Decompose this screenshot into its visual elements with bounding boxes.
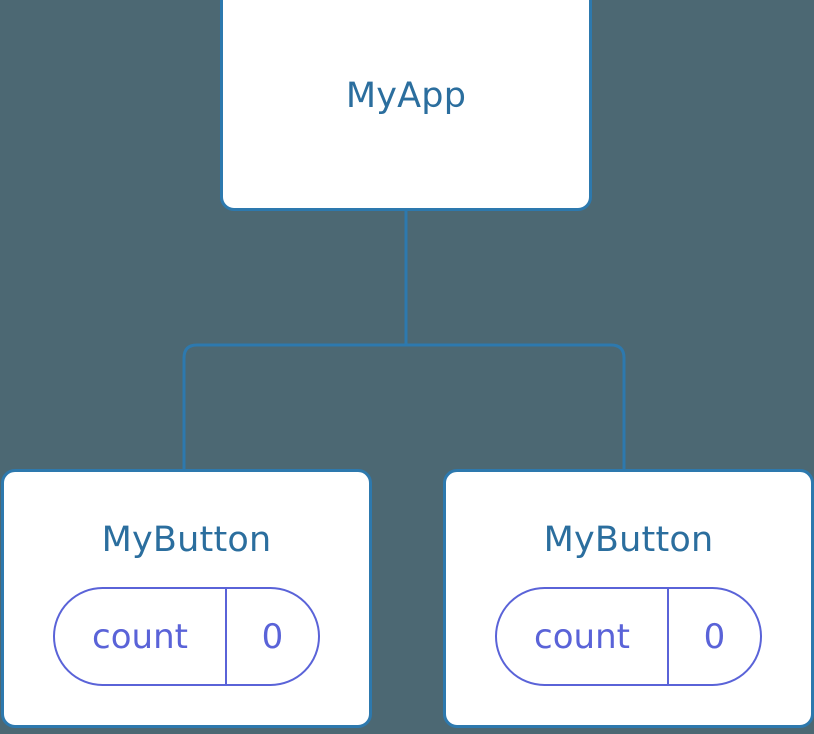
state-pill-right[interactable]: count 0: [495, 587, 762, 686]
node-mybutton-right[interactable]: MyButton count 0: [443, 469, 814, 728]
node-mybutton-left-label: MyButton: [101, 520, 272, 560]
state-pill-left[interactable]: count 0: [53, 587, 320, 686]
state-key-right-text: count: [534, 616, 630, 657]
node-mybutton-left[interactable]: MyButton count 0: [1, 469, 372, 728]
state-key-left-text: count: [92, 616, 188, 657]
state-value-left: 0: [227, 589, 318, 684]
connector-to-left-child: [182, 343, 406, 470]
state-value-right: 0: [669, 589, 760, 684]
node-myapp[interactable]: MyApp: [220, 0, 592, 211]
state-key-left: count: [55, 589, 227, 684]
state-key-right: count: [497, 589, 669, 684]
state-value-right-text: 0: [703, 616, 726, 657]
connector-to-right-child: [406, 343, 626, 470]
node-mybutton-right-label: MyButton: [543, 520, 714, 560]
state-value-left-text: 0: [261, 616, 284, 657]
node-myapp-label: MyApp: [345, 76, 467, 116]
